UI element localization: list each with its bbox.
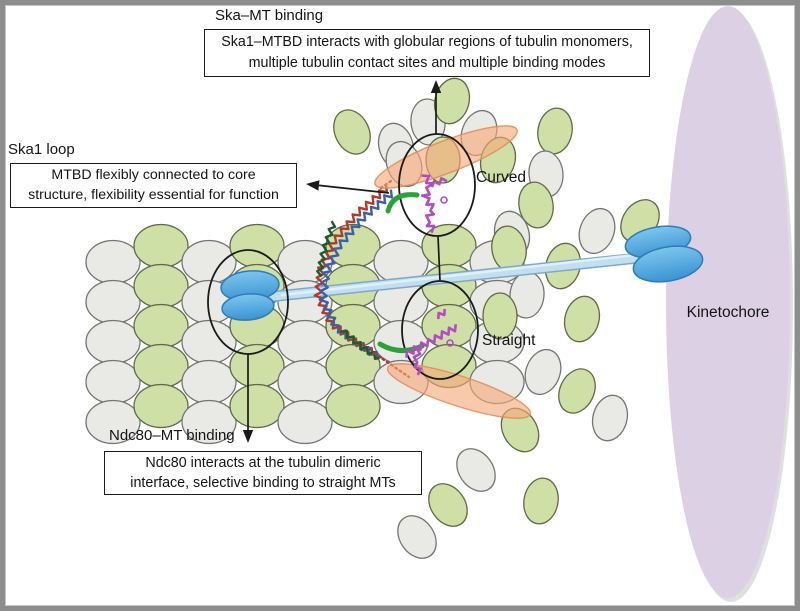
label-straight: Straight xyxy=(482,332,536,349)
annotation-box-ndc80-mt-line2: interface, selective binding to straight… xyxy=(130,475,396,491)
label-ndc80-mt-binding: Ndc80–MT binding xyxy=(109,427,235,444)
label-ska1-loop: Ska1 loop xyxy=(8,141,75,158)
curved-protofilament-highlights xyxy=(374,125,532,419)
annotation-box-ska-mt-line1: Ska1–MTBD interacts with globular region… xyxy=(221,34,633,50)
annotation-box-ska1-loop: MTBD flexibly connected to core structur… xyxy=(10,163,297,208)
kinetochore-ellipse xyxy=(666,6,793,602)
label-ska-mt-binding: Ska–MT binding xyxy=(215,7,324,24)
annotation-box-ska1-loop-line1: MTBD flexibly connected to core xyxy=(51,167,256,183)
annotation-box-ndc80-mt: Ndc80 interacts at the tubulin dimeric i… xyxy=(104,451,422,495)
ndc80-ch-domain xyxy=(220,270,280,321)
annotation-arrows xyxy=(242,80,442,443)
annotation-box-ndc80-mt-line1: Ndc80 interacts at the tubulin dimeric xyxy=(145,455,381,471)
label-curved: Curved xyxy=(476,169,526,186)
highlight-circles xyxy=(207,133,479,380)
label-kinetochore: Kinetochore xyxy=(686,304,770,321)
ndc80-rod xyxy=(262,251,654,303)
annotation-box-ska1-loop-line2: structure, flexibility essential for fun… xyxy=(28,187,279,203)
annotation-box-ska-mt-line2: multiple tubulin contact sites and multi… xyxy=(248,55,606,71)
annotation-box-ska-mt: Ska1–MTBD interacts with globular region… xyxy=(204,29,650,77)
kinetochore-attachment xyxy=(624,225,704,283)
ska1-mtbd-structures xyxy=(405,174,457,376)
